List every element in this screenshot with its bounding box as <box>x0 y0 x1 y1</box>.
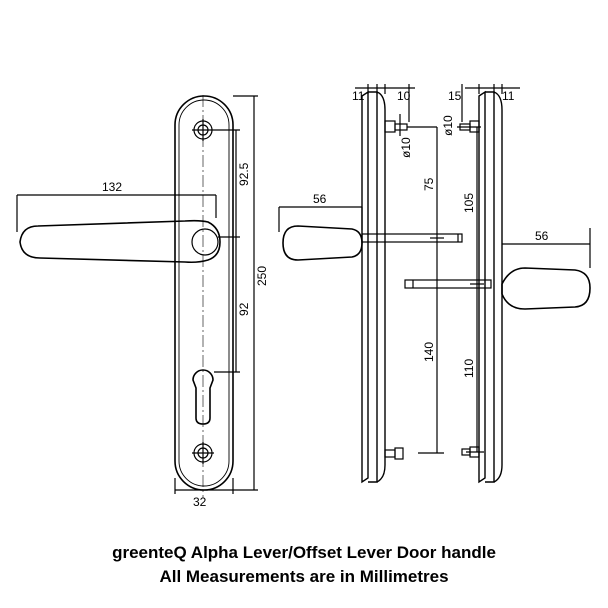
side-a-plate-outer <box>361 90 369 484</box>
side-view-b <box>457 84 591 484</box>
dim-side-a-left: 11 <box>352 89 365 103</box>
dim-side-b-lever: 56 <box>535 229 549 243</box>
side-a-spindle <box>361 233 463 243</box>
side-b-plate-inner <box>493 91 503 483</box>
side-a-offset-spindle <box>404 279 492 289</box>
side-view-a <box>278 84 492 484</box>
dim-side-b-hole: ø10 <box>441 115 455 136</box>
dim-side-a-hole: ø10 <box>399 137 413 158</box>
front-backplate <box>174 95 234 491</box>
dim-side-b-left: 15 <box>448 89 462 103</box>
dim-side-a-bottom: 140 <box>422 342 436 362</box>
caption-units: All Measurements are in Millimetres <box>159 567 449 586</box>
dim-side-a-spindle: 75 <box>422 177 436 191</box>
side-b-lever <box>501 267 591 310</box>
dim-lever-length: 132 <box>102 180 122 194</box>
caption-title: greenteQ Alpha Lever/Offset Lever Door h… <box>112 543 496 562</box>
dim-plate-width: 32 <box>193 495 207 509</box>
dimension-labels: 132 92.5 92 250 32 11 10 ø10 75 140 56 1… <box>102 89 549 509</box>
dim-plate-length: 250 <box>255 266 269 286</box>
side-a-lever <box>282 225 363 261</box>
dim-top-spindle: 92.5 <box>237 162 251 186</box>
dim-spindle-cylinder: 92 <box>237 302 251 316</box>
side-a-plate-inner <box>376 91 386 483</box>
dim-side-a-lever: 56 <box>313 192 327 206</box>
front-view <box>16 95 258 498</box>
cylinder-cutout-icon <box>192 369 214 425</box>
front-lever <box>19 219 221 264</box>
dim-side-a-right: 10 <box>397 89 411 103</box>
dim-side-b-bottom: 110 <box>462 359 476 378</box>
dim-side-b-right: 11 <box>502 89 515 103</box>
dim-side-b-spindle: 105 <box>462 193 476 213</box>
